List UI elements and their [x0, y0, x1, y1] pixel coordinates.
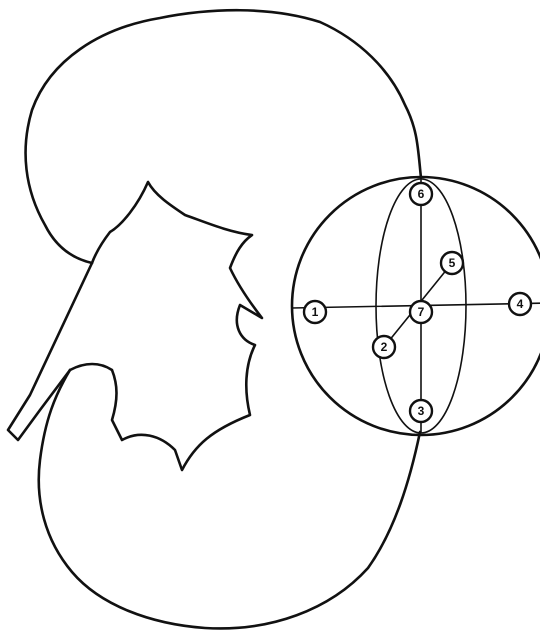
point-label-7: 7 [418, 305, 425, 319]
point-marker-3: 3 [410, 400, 432, 422]
point-marker-2: 2 [373, 336, 395, 358]
point-label-6: 6 [418, 187, 425, 201]
point-label-1: 1 [312, 305, 319, 319]
point-marker-4: 4 [509, 293, 531, 315]
point-marker-5: 5 [441, 252, 463, 274]
kidney-outline [26, 10, 421, 263]
point-label-4: 4 [517, 297, 524, 311]
point-label-2: 2 [381, 340, 388, 354]
renal-pelvis [70, 182, 262, 470]
point-marker-7: 7 [410, 301, 432, 323]
kidney-outline-lower [39, 370, 420, 628]
point-marker-6: 6 [410, 183, 432, 205]
point-marker-1: 1 [304, 301, 326, 323]
point-label-3: 3 [418, 404, 425, 418]
point-label-5: 5 [449, 256, 456, 270]
